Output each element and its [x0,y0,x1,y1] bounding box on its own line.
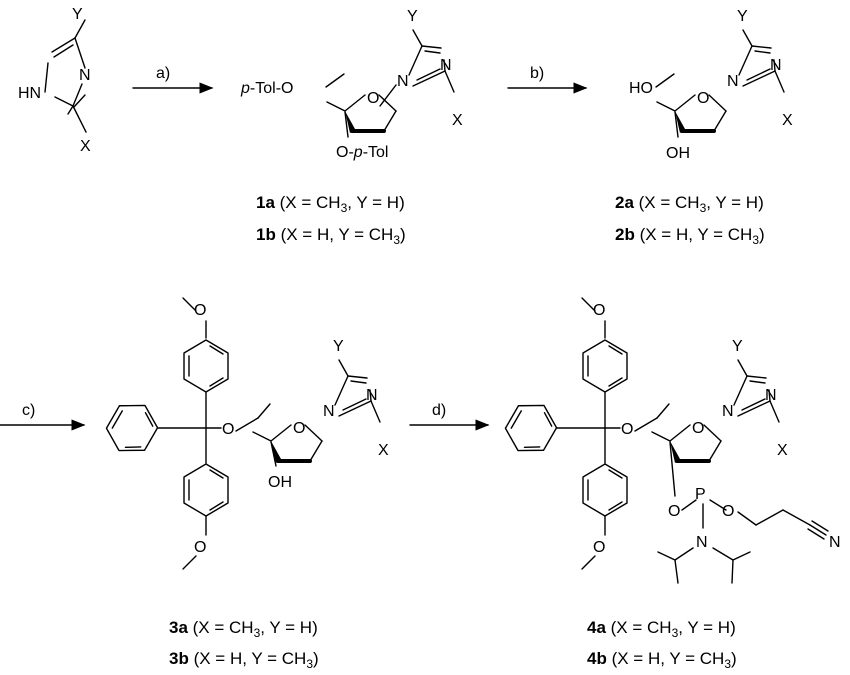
atom-x-3: X [378,442,389,459]
atom-y: Y [72,6,83,23]
compound-4: O O O O N N Y X O P O N N [498,297,841,584]
atom-n1-2: N [727,73,739,90]
arrow-c: c) [0,402,86,431]
atom-n1-4: N [722,403,734,420]
compound-1: p-Tol-O O O-p-Tol N N Y X [240,8,463,161]
caption-3a: 3a (X = CH3, Y = H) [169,618,318,640]
atom-ho: HO [629,80,653,97]
atom-hn: HN [18,85,41,102]
ring-o-1: O [367,90,379,107]
arrow-b: b) [507,65,588,94]
atom-n3-2: N [770,57,782,74]
caption-1b: 1b (X = H, Y = CH3) [256,225,406,247]
atom-n3-3: N [366,387,378,404]
atom-o-p2-4: O [722,503,734,520]
atom-y-3: Y [333,338,344,355]
caption-3b: 3b (X = H, Y = CH3) [169,649,319,671]
atom-o-ome-bottom-3: O [194,539,206,556]
atom-o-ome-bottom-4: O [593,539,605,556]
starting-imidazole: Y N HN X [18,6,91,155]
atom-x-4: X [777,442,788,459]
atom-n3-1: N [440,57,452,74]
caption-2b: 2b (X = H, Y = CH3) [615,225,765,247]
atom-n-nitrile-4: N [829,534,841,551]
reagent-a-label: a) [156,65,170,82]
atom-n: N [79,67,91,84]
atom-p-4: P [695,486,706,503]
reagent-c-label: c) [22,402,35,419]
atom-y-1: Y [407,8,418,25]
caption-2a: 2a (X = CH3, Y = H) [615,193,764,215]
caption-4a: 4a (X = CH3, Y = H) [587,618,736,640]
ptol-o-label: p-Tol-O [240,80,293,97]
ring-o-2: O [697,90,709,107]
arrow-a: a) [132,65,214,94]
atom-o-p1-4: O [668,503,680,520]
reagent-b-label: b) [530,65,544,82]
atom-n1-1: N [397,73,409,90]
atom-o-ether-3: O [222,421,234,438]
atom-o-ether-4: O [621,421,633,438]
atom-y-4: Y [732,338,743,355]
optol-label: O-p-Tol [336,144,388,161]
compound-2: HO O OH N N Y X [629,8,793,162]
atom-o-ome-top-4: O [593,302,605,319]
atom-n-amine-4: N [696,534,708,551]
caption-4b: 4b (X = H, Y = CH3) [587,649,737,671]
ring-o-4: O [692,420,704,437]
atom-oh-2: OH [666,145,690,162]
atom-o-ome-top-3: O [194,302,206,319]
reagent-d-label: d) [432,402,446,419]
atom-n3-4: N [765,387,777,404]
atom-oh-3: OH [268,474,292,491]
atom-n1-3: N [323,403,335,420]
caption-1a: 1a (X = CH3, Y = H) [256,193,405,215]
atom-x-2: X [782,112,793,129]
atom-x-1: X [452,112,463,129]
arrow-d: d) [409,402,490,431]
atom-x: X [80,138,91,155]
atom-y-2: Y [737,8,748,25]
compound-3: O O O O OH N N Y X [99,297,389,570]
ring-o-3: O [293,420,305,437]
